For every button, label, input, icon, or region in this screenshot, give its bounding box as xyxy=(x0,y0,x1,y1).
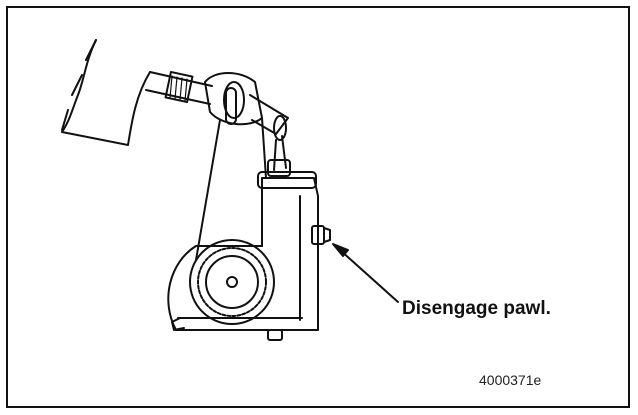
callout-label: Disengage pawl. xyxy=(402,298,551,319)
bottom-fittings xyxy=(171,317,283,341)
adjuster-arm xyxy=(195,94,289,261)
figure-id: 4000371e xyxy=(479,372,542,388)
callout-arrow xyxy=(332,243,399,303)
axle-bracket xyxy=(61,39,151,146)
pawl xyxy=(311,225,331,245)
adjuster-housing xyxy=(167,171,319,331)
adjuster-link xyxy=(267,135,291,177)
push-rod xyxy=(145,70,213,105)
clevis xyxy=(204,72,263,126)
gear xyxy=(189,239,275,325)
